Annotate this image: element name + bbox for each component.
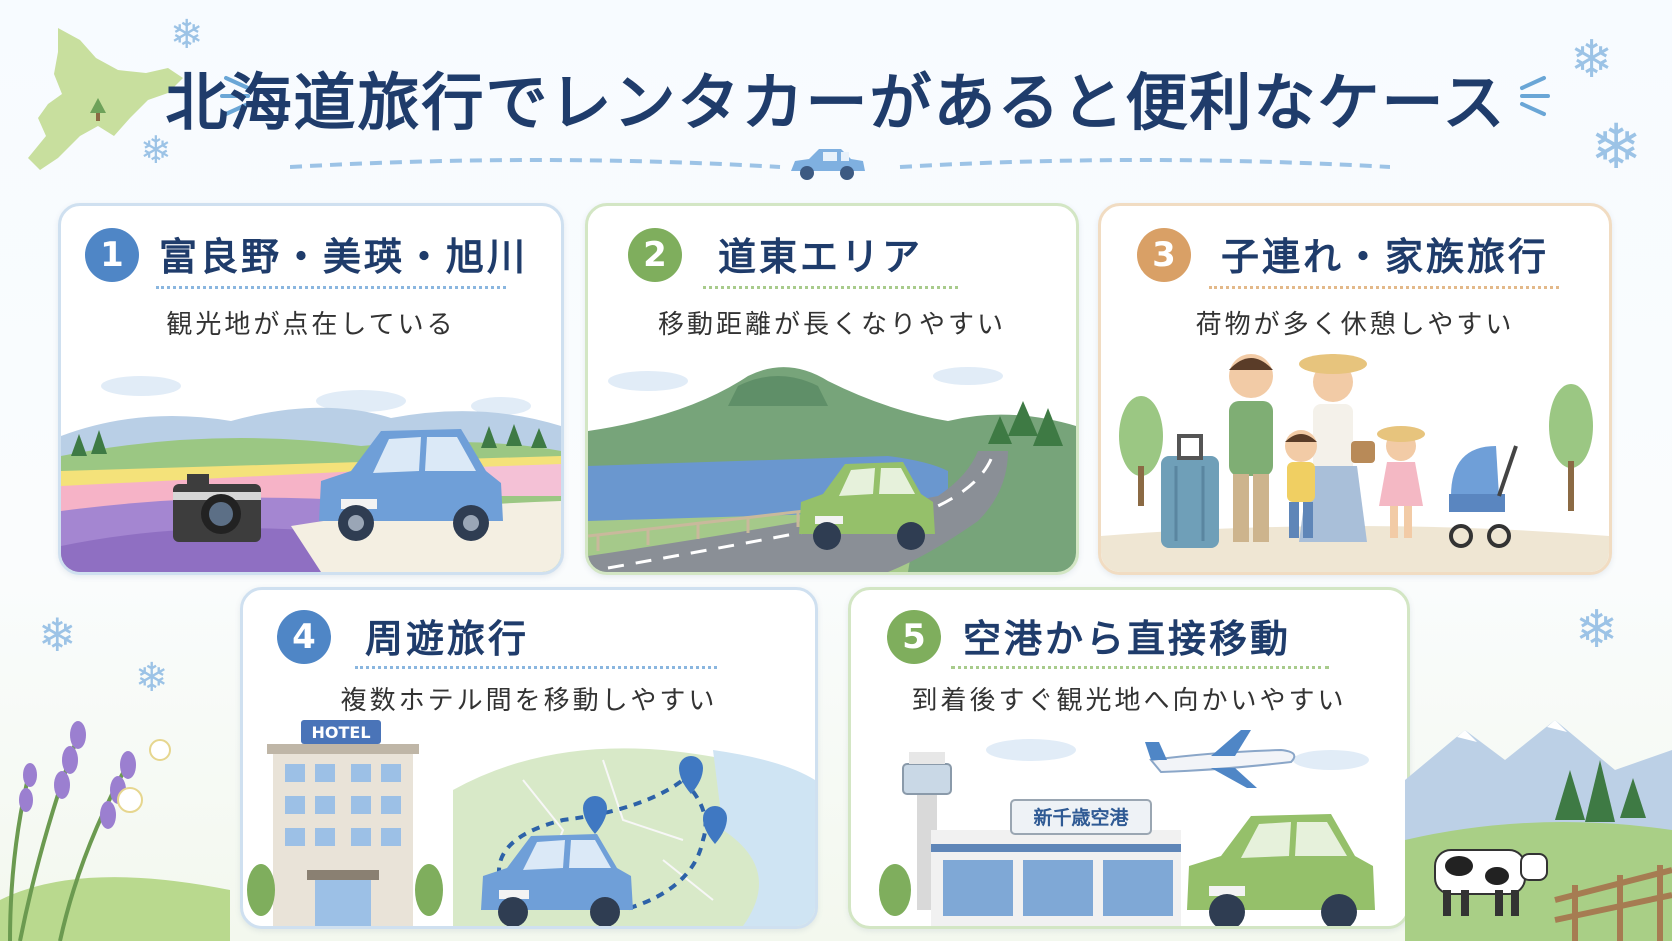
snowflake-icon: ❄	[38, 608, 77, 662]
case-subtitle: 荷物が多く休憩しやすい	[1195, 310, 1515, 340]
case-number-badge: 1	[85, 228, 139, 282]
airport-illustration: 新千歳空港	[851, 720, 1407, 926]
title-sparkle-right	[1512, 70, 1552, 120]
hokkaido-map-illustration	[18, 18, 193, 178]
snowflake-icon: ❄	[1575, 600, 1619, 660]
car-icon	[785, 143, 869, 185]
case-card-5: 5 空港から直接移動 到着後すぐ観光地へ向かいやすい 新千歳空港	[848, 587, 1410, 929]
case-card-4: 4 周遊旅行 複数ホテル間を移動しやすい HOTEL	[240, 587, 818, 929]
case-card-2: 2 道東エリア 移動距離が長くなりやすい	[585, 203, 1079, 575]
dotted-divider	[156, 286, 506, 289]
title-sparkle-left	[218, 70, 258, 120]
airport-sign-label: 新千歳空港	[1033, 806, 1129, 829]
lavender-illustration	[0, 690, 230, 941]
case-title: 富良野・美瑛・旭川	[159, 235, 529, 279]
case-subtitle: 到着後すぐ観光地へ向かいやすい	[911, 686, 1347, 716]
dotted-divider	[355, 666, 717, 669]
case-subtitle: 観光地が点在している	[166, 310, 456, 340]
hotel-sign-label: HOTEL	[311, 723, 370, 742]
page-title: 北海道旅行でレンタカーがあると便利なケース	[165, 66, 1507, 139]
case-title: 空港から直接移動	[963, 617, 1292, 661]
family-travel-illustration	[1101, 346, 1609, 572]
farm-landscape-illustration	[1405, 700, 1672, 941]
case-subtitle: 移動距離が長くなりやすい	[657, 310, 1006, 340]
dotted-divider	[703, 286, 958, 289]
dotted-divider	[1209, 286, 1559, 289]
case-card-3: 3 子連れ・家族旅行 荷物が多く休憩しやすい	[1098, 203, 1612, 575]
dotted-divider	[951, 666, 1329, 669]
hotel-route-illustration: HOTEL	[243, 720, 815, 926]
case-title: 道東エリア	[718, 235, 924, 279]
snowflake-icon: ❄	[1570, 30, 1614, 90]
snowflake-icon: ❄	[1590, 110, 1642, 183]
snowflake-icon: ❄	[170, 12, 204, 58]
case-card-1: 1 富良野・美瑛・旭川 観光地が点在している	[58, 203, 564, 575]
case-subtitle: 複数ホテル間を移動しやすい	[340, 686, 718, 716]
snowflake-icon: ❄	[135, 655, 169, 701]
title-underline	[290, 145, 1390, 185]
case-title: 周遊旅行	[365, 617, 530, 661]
case-number-badge: 2	[628, 228, 682, 282]
doto-lake-road-illustration	[588, 346, 1076, 572]
snowflake-icon: ❄	[140, 128, 172, 172]
case-number-badge: 3	[1137, 228, 1191, 282]
case-number-badge: 4	[277, 610, 331, 664]
furano-flower-field-illustration	[61, 346, 561, 572]
case-number-badge: 5	[887, 610, 941, 664]
case-title: 子連れ・家族旅行	[1221, 235, 1550, 279]
